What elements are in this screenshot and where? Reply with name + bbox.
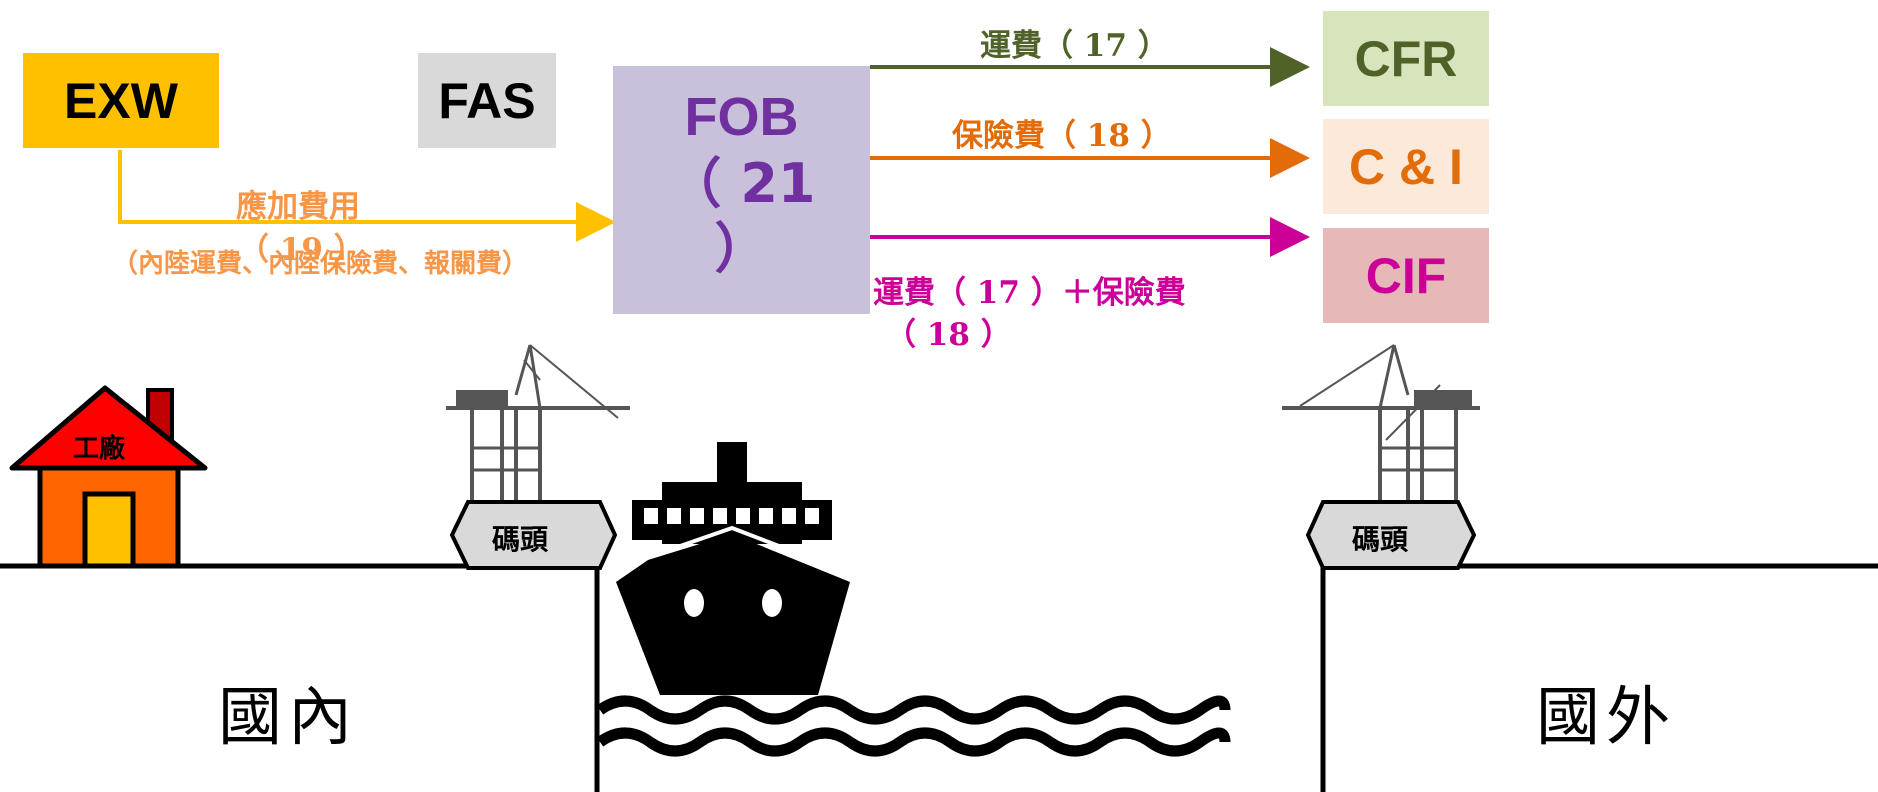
added-cost-detail: （內陸運費、內陸保險費、報關費） [112, 249, 529, 279]
foreign-label: 國外 [1536, 681, 1676, 755]
cfr-label: CFR [1354, 30, 1458, 87]
fas-box: FAS [418, 53, 556, 148]
ci-label: C & I [1349, 138, 1463, 195]
fob-close-paren: ） [714, 217, 769, 280]
insurance-label: 保險費（ 18 ） [952, 118, 1172, 154]
dock-left-label: 碼頭 [492, 523, 549, 556]
dock-right-label: 碼頭 [1352, 523, 1409, 556]
added-cost-label: 應加費用 [236, 189, 360, 225]
fob-box: FOB （ 21 ） [613, 66, 870, 314]
dock-right-badge [1305, 500, 1477, 570]
fob-label: FOB [684, 87, 799, 147]
fas-label: FAS [438, 72, 536, 129]
added-cost-number: （ 19 ） [238, 232, 365, 268]
fob-number: （ 21 [667, 152, 816, 215]
freight-label: 運費（ 17 ） [980, 28, 1169, 64]
dock-left-badge [449, 500, 618, 570]
left-crane-icon [446, 344, 630, 500]
ship-icon [616, 442, 853, 695]
domestic-label: 國內 [218, 681, 358, 755]
right-crane-icon [1282, 344, 1480, 500]
ci-box: C & I [1323, 119, 1489, 214]
freight-insurance-label: 運費（ 17 ）＋保險費 [873, 275, 1186, 311]
cfr-box: CFR [1323, 11, 1489, 106]
factory-label: 工廠 [73, 434, 126, 464]
cif-box: CIF [1323, 228, 1489, 323]
freight-insurance-number: （ 18 ） [885, 317, 1012, 353]
cif-label: CIF [1365, 247, 1447, 304]
exw-box: EXW [23, 53, 219, 148]
water-waves [596, 695, 1231, 757]
factory-house-icon [9, 385, 208, 569]
exw-to-fob-arrow [118, 150, 616, 242]
exw-label: EXW [64, 72, 178, 129]
